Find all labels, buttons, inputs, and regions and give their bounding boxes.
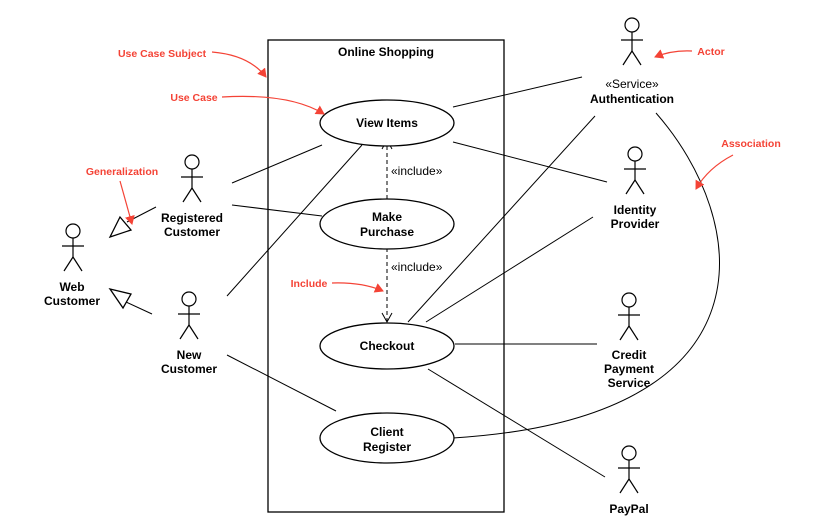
- identity-provider-figure: [624, 146, 646, 195]
- credit-payment-service-head: [621, 292, 637, 308]
- authentication-figure: [621, 17, 643, 66]
- annotations: Use Case Subject Use Case Generalization…: [86, 46, 781, 293]
- credit-payment-service-left-leg: [619, 325, 630, 341]
- assoc-new-viewitems: [226, 144, 363, 297]
- association-lines: [226, 76, 720, 478]
- registered-customer-left-leg: [182, 187, 193, 203]
- paypal-label: PayPal: [609, 502, 648, 516]
- authentication-left-leg: [622, 50, 633, 66]
- use-case-make-purchase: Make Purchase: [319, 198, 455, 250]
- authentication-head: [624, 17, 640, 33]
- annotation-use-case: Use Case: [170, 92, 217, 104]
- include-label-view: «include»: [391, 164, 443, 178]
- new-customer-label-line2: Customer: [161, 362, 217, 376]
- annotation-arrow-include: [331, 282, 384, 293]
- assoc-clientregister-authentication: [452, 112, 720, 439]
- generalization-head-registered: [108, 215, 133, 239]
- actor-paypal: PayPal: [609, 445, 649, 516]
- assoc-checkout-paypal: [427, 368, 606, 478]
- identity-provider-left-leg: [625, 179, 636, 195]
- new-customer-label-line1: New: [177, 348, 202, 362]
- assoc-viewitems-authentication: [452, 76, 583, 108]
- assoc-new-clientregister: [226, 354, 337, 412]
- annotation-association: Association: [721, 138, 781, 150]
- identity-provider-label-line1: Identity: [614, 203, 657, 217]
- authentication-stereotype: «Service»: [605, 77, 659, 91]
- annotation-arrow-actor: [654, 49, 693, 59]
- make-purchase-label-line1: Make: [372, 210, 402, 224]
- assoc-registered-makepurchase: [231, 204, 323, 217]
- generalization-line-new: [125, 301, 153, 315]
- identity-provider-label-line2: Provider: [611, 217, 660, 231]
- generalization-head-new: [108, 287, 132, 310]
- client-register-label-line1: Client: [370, 425, 403, 439]
- annotation-include: Include: [291, 278, 328, 290]
- web-customer-figure: [62, 223, 84, 272]
- authentication-label: Authentication: [590, 92, 674, 106]
- credit-payment-service-figure: [618, 292, 640, 341]
- new-customer-right-leg: [188, 324, 199, 340]
- use-case-client-register: Client Register: [319, 412, 455, 464]
- credit-payment-service-label-line2: Payment: [604, 362, 654, 376]
- assoc-viewitems-identityprovider: [452, 141, 608, 183]
- annotation-actor: Actor: [697, 46, 724, 58]
- paypal-figure: [618, 445, 640, 494]
- system-title: Online Shopping: [338, 45, 434, 59]
- client-register-label-line2: Register: [363, 440, 411, 454]
- web-customer-head: [65, 223, 81, 239]
- authentication-right-leg: [631, 50, 642, 66]
- view-items-label: View Items: [356, 116, 418, 130]
- annotation-arrow-association: [695, 154, 734, 190]
- assoc-checkout-authentication: [407, 115, 596, 323]
- paypal-right-leg: [628, 478, 639, 494]
- credit-payment-service-label-line3: Service: [608, 376, 651, 390]
- actor-authentication: «Service» Authentication: [590, 17, 674, 106]
- view-items-ellipse: [319, 99, 455, 147]
- checkout-ellipse: [319, 322, 455, 370]
- annotation-arrow-subject: [211, 51, 267, 78]
- registered-customer-label-line1: Registered: [161, 211, 223, 225]
- make-purchase-label-line2: Purchase: [360, 225, 414, 239]
- identity-provider-right-leg: [634, 179, 645, 195]
- registered-customer-right-leg: [191, 187, 202, 203]
- actor-identity-provider: Identity Provider: [611, 146, 660, 231]
- checkout-label: Checkout: [360, 339, 415, 353]
- use-case-view-items: View Items: [319, 99, 455, 147]
- client-register-ellipse: [319, 412, 455, 464]
- make-purchase-ellipse: [319, 198, 455, 250]
- assoc-registered-viewitems: [231, 144, 323, 184]
- paypal-head: [621, 445, 637, 461]
- credit-payment-service-right-leg: [628, 325, 639, 341]
- credit-payment-service-label-line1: Credit: [612, 348, 647, 362]
- web-customer-right-leg: [72, 256, 83, 272]
- include-label-checkout: «include»: [391, 260, 443, 274]
- generalization-arrows: [108, 206, 157, 315]
- include-dependencies: «include» «include»: [381, 138, 443, 324]
- assoc-checkout-identityprovider: [425, 216, 594, 323]
- use-case-checkout: Checkout: [319, 322, 455, 370]
- web-customer-label-line2: Customer: [44, 294, 100, 308]
- registered-customer-figure: [181, 154, 203, 203]
- registered-customer-head: [184, 154, 200, 170]
- actor-registered-customer: Registered Customer: [161, 154, 223, 239]
- web-customer-left-leg: [63, 256, 74, 272]
- web-customer-label-line1: Web: [59, 280, 84, 294]
- paypal-left-leg: [619, 478, 630, 494]
- new-customer-head: [181, 291, 197, 307]
- annotation-use-case-subject: Use Case Subject: [118, 48, 207, 60]
- new-customer-left-leg: [179, 324, 190, 340]
- registered-customer-label-line2: Customer: [164, 225, 220, 239]
- new-customer-figure: [178, 291, 200, 340]
- actor-new-customer: New Customer: [161, 291, 217, 376]
- actor-web-customer: Web Customer: [44, 223, 100, 308]
- annotation-arrow-generalization: [119, 180, 135, 225]
- identity-provider-head: [627, 146, 643, 162]
- annotation-generalization: Generalization: [86, 166, 158, 178]
- annotation-arrow-use-case: [221, 95, 325, 115]
- actor-credit-payment-service: Credit Payment Service: [604, 292, 654, 390]
